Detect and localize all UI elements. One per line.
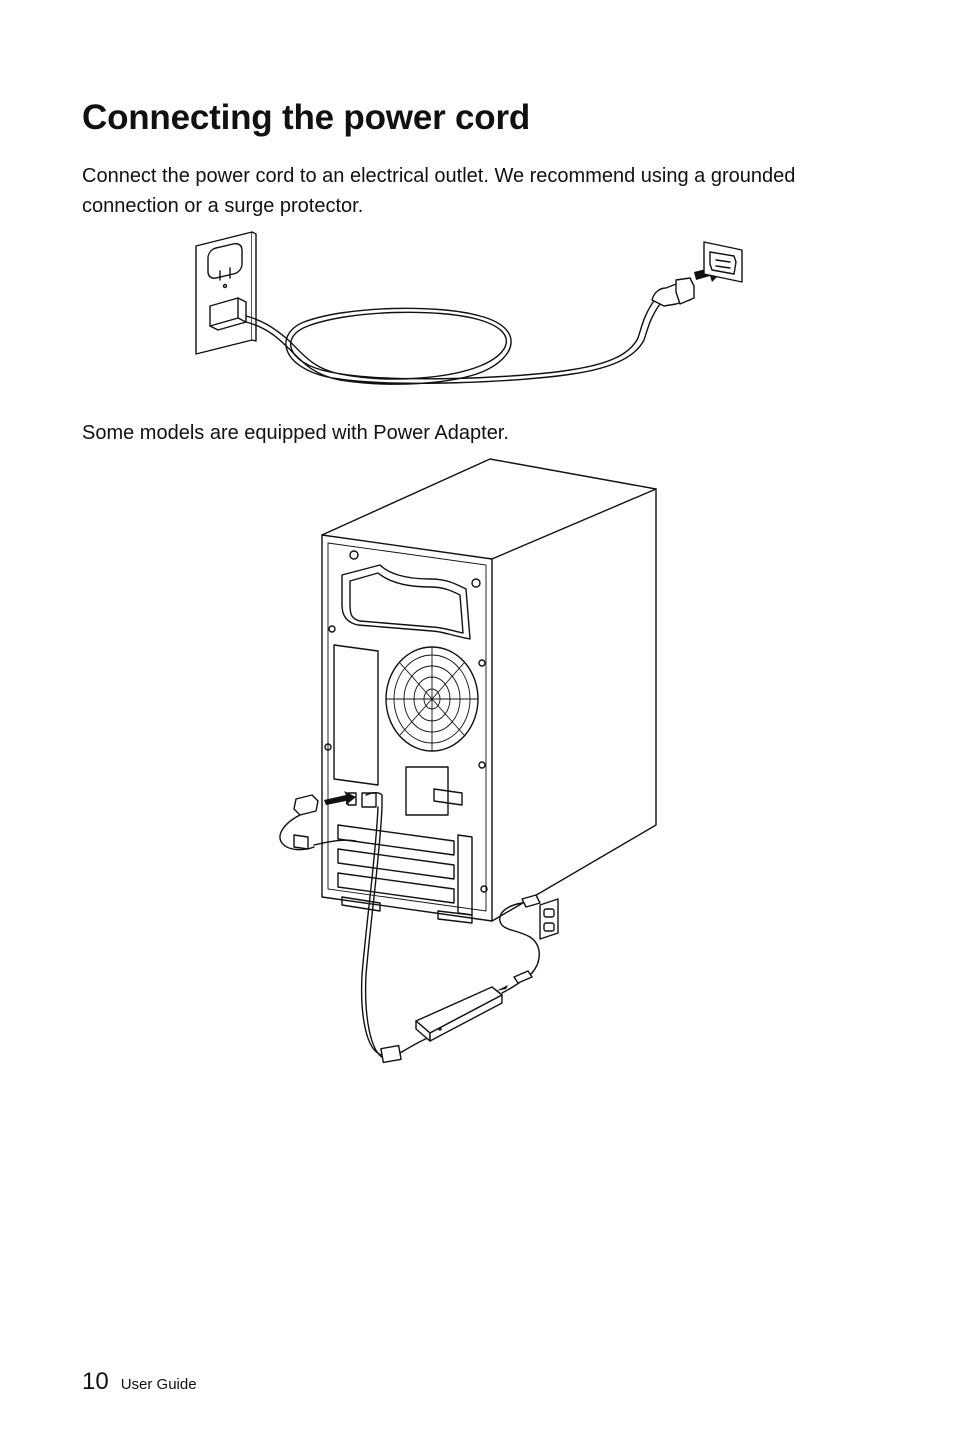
- page-number: 10: [82, 1368, 109, 1395]
- wall-outlet-small-icon: [539, 898, 559, 940]
- wall-outlet-icon: [195, 231, 257, 355]
- power-adapter-icon: [415, 986, 503, 1042]
- power-connector-icon: [651, 277, 695, 307]
- power-cord-illustration: [190, 228, 750, 388]
- adapter-note: Some models are equipped with Power Adap…: [82, 422, 509, 444]
- page-title: Connecting the power cord: [82, 98, 531, 137]
- power-socket-icon: [703, 241, 743, 283]
- tower-pc-icon: [321, 458, 657, 924]
- page-footer: 10 User Guide: [82, 1368, 197, 1396]
- fan-grille-icon: [385, 646, 479, 752]
- document-name: User Guide: [120, 1376, 197, 1393]
- intro-paragraph: Connect the power cord to an electrical …: [82, 165, 796, 217]
- adapter-illustration: [270, 455, 670, 1075]
